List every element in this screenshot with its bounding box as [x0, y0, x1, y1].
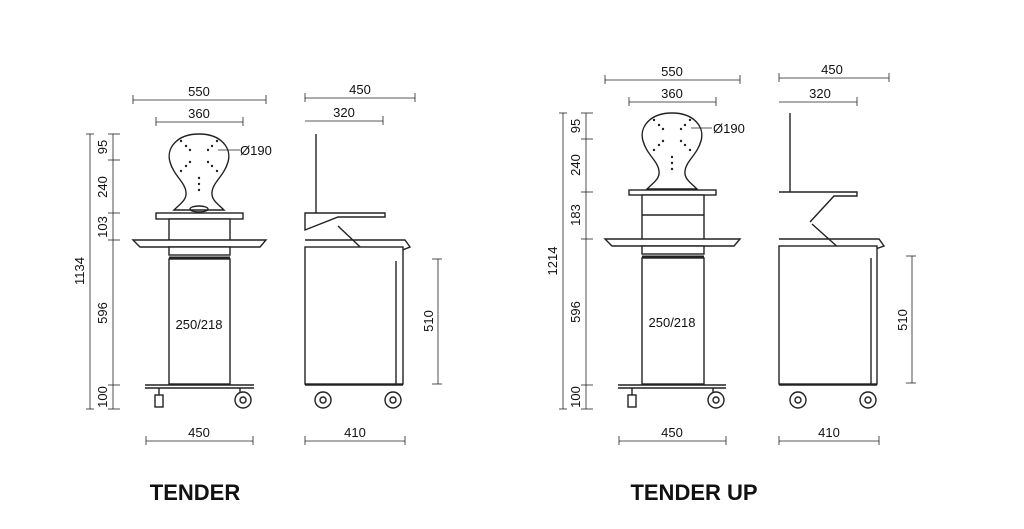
tender-front-view: 550 360 Ø190 [72, 84, 272, 445]
cabinet-side [304, 246, 404, 385]
tender-up-side-view: 450 320 510 410 [778, 62, 916, 445]
dim-base-width: 450 [618, 425, 727, 445]
dim-shelf-depth: 320 [305, 105, 384, 125]
plate-holes [652, 118, 692, 171]
dim-label: 510 [421, 310, 436, 332]
caster-left [154, 388, 164, 408]
dim-label: 450 [661, 425, 683, 440]
column-collar [168, 218, 231, 242]
dim-cabinet-height: 510 [895, 255, 916, 384]
column [168, 258, 231, 385]
dim-label: 596 [95, 302, 110, 324]
dim-top-depth: 450 [304, 82, 416, 102]
dim-cabinet-height: 510 [421, 258, 442, 385]
dim-label: 550 [661, 64, 683, 79]
dim-label: 103 [95, 216, 110, 238]
dim-top-depth: 450 [778, 62, 890, 82]
dim-label: 1134 [72, 257, 87, 285]
dim-label: 596 [568, 301, 583, 323]
dim-label: 320 [333, 105, 355, 120]
dim-top-width: 550 [132, 84, 267, 104]
dim-label: 250/218 [649, 315, 696, 330]
title-tender: TENDER [150, 480, 241, 505]
upper-tray-side [779, 191, 858, 223]
tender-side-view: 450 320 510 410 [304, 82, 442, 445]
dim-label: 95 [95, 140, 110, 154]
dim-label: Ø190 [713, 121, 745, 136]
column-ring [641, 245, 705, 255]
dim-label: 510 [895, 309, 910, 331]
dim-label: 240 [568, 154, 583, 176]
dim-label: 240 [95, 176, 110, 198]
column-ring [168, 246, 231, 256]
dim-label: 410 [818, 425, 840, 440]
dim-label: 250/218 [176, 317, 223, 332]
dim-chain: 95 240 183 596 100 [568, 112, 593, 410]
upper-tray [155, 212, 244, 220]
dim-top-width: 550 [604, 64, 741, 84]
column-collar [641, 194, 705, 241]
dim-label: 95 [568, 119, 583, 133]
dim-shelf-depth: 320 [779, 86, 858, 106]
dim-chain: 95 240 103 596 100 [95, 133, 120, 410]
dim-label: Ø190 [240, 143, 272, 158]
caster-right-side [859, 391, 877, 409]
dim-label: 320 [809, 86, 831, 101]
dim-label: 450 [821, 62, 843, 77]
dim-plate-width: 360 [155, 106, 244, 126]
dim-label: 550 [188, 84, 210, 99]
dim-label: 100 [568, 386, 583, 408]
caster-left [627, 388, 637, 408]
dim-overall-height: 1134 [72, 133, 94, 410]
title-tender-up: TENDER UP [630, 480, 757, 505]
dim-label: 450 [349, 82, 371, 97]
dim-label: 183 [568, 204, 583, 226]
dim-base-width: 450 [145, 425, 254, 445]
dim-overall-height: 1214 [545, 112, 567, 410]
dim-base-depth: 410 [304, 425, 406, 445]
cabinet-side [778, 245, 878, 385]
plate-holes [179, 139, 219, 192]
caster-right [707, 388, 725, 409]
dim-plate-width: 360 [628, 86, 717, 106]
dim-label: 360 [661, 86, 683, 101]
upper-tray-side [304, 212, 386, 232]
caster-left-side [314, 391, 332, 409]
dim-label: 410 [344, 425, 366, 440]
worktop [603, 238, 742, 247]
upper-tray [628, 189, 717, 196]
dim-label: 360 [188, 106, 210, 121]
column [641, 257, 705, 385]
worktop [131, 239, 268, 248]
caster-left-side [789, 391, 807, 409]
dim-label: 100 [95, 386, 110, 408]
caster-right [234, 388, 252, 409]
head-plate: Ø190 [641, 112, 745, 190]
head-plate: Ø190 [168, 133, 272, 213]
dim-label: 1214 [545, 247, 560, 276]
dim-base-depth: 410 [778, 425, 880, 445]
caster-right-side [384, 391, 402, 409]
dim-label: 450 [188, 425, 210, 440]
tender-up-front-view: 550 360 Ø190 [545, 64, 745, 445]
